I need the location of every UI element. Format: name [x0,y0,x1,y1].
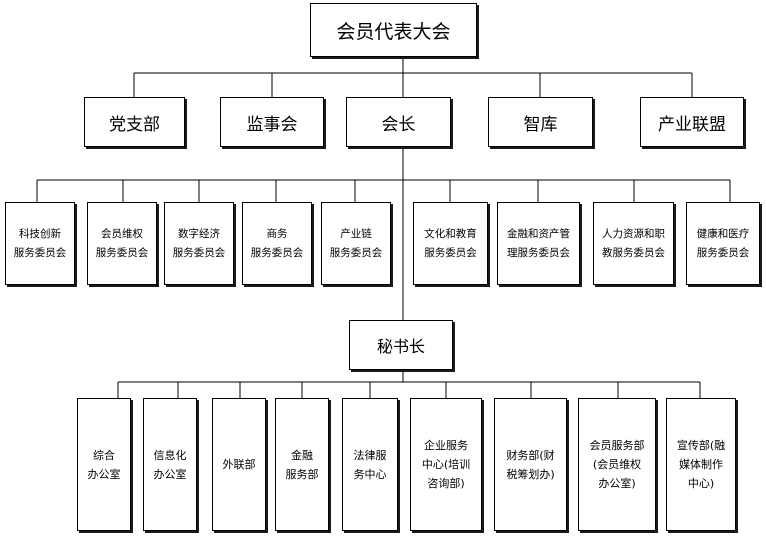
committee-label: 商务 服务委员会 [250,227,304,259]
committee-tech-innovation: 科技创新 服务委员会 [5,202,75,285]
dept-label: 信息化 办公室 [153,448,187,481]
committee-label: 健康和医疗 服务委员会 [696,227,750,259]
committee-label: 数字经济 服务委员会 [172,227,226,259]
dept-label: 综合 办公室 [87,448,121,481]
committee-member-rights: 会员维权 服务委员会 [87,202,157,285]
node-label: 秘书长 [376,337,425,356]
committee-label: 金融和资产管 理服务委员会 [507,227,570,259]
dept-label: 外联部 [222,458,256,471]
dept-label: 宣传部(融 媒体制作 中心) [676,439,726,490]
dept-member-services: 会员服务部 (会员维权 办公室) [578,398,656,531]
node-label: 党支部 [109,114,160,135]
committee-culture-education: 文化和教育 服务委员会 [413,202,488,285]
committee-business: 商务 服务委员会 [242,202,312,285]
dept-finance: 财务部(财 税筹划办) [494,398,567,531]
dept-label: 法律服 务中心 [353,448,387,481]
committee-digital-economy: 数字经济 服务委员会 [164,202,234,285]
node-think-tank: 智库 [488,97,593,147]
dept-external-relations: 外联部 [212,398,266,531]
dept-general-office: 综合 办公室 [77,398,131,531]
node-label: 智库 [523,114,558,135]
committee-finance-assets: 金融和资产管 理服务委员会 [497,202,580,285]
dept-label: 财务部(财 税筹划办) [506,448,555,481]
dept-publicity: 宣传部(融 媒体制作 中心) [666,398,736,531]
dept-label: 金融 服务部 [285,448,319,481]
node-supervisory-board: 监事会 [220,97,324,147]
node-label: 监事会 [246,114,298,135]
dept-legal-services: 法律服 务中心 [342,398,398,531]
dept-enterprise-services: 企业服务 中心(培训 咨询部) [410,398,482,531]
committee-industry-chain: 产业链 服务委员会 [321,202,391,285]
node-label: 产业联盟 [658,114,726,135]
node-industry-alliance: 产业联盟 [640,97,744,147]
node-president: 会长 [346,97,451,147]
committee-label: 会员维权 服务委员会 [95,227,149,259]
dept-label: 企业服务 中心(培训 咨询部) [421,439,471,490]
node-label: 会长 [381,114,416,135]
committee-health-medical: 健康和医疗 服务委员会 [686,202,760,285]
committee-label: 文化和教育 服务委员会 [424,227,477,259]
node-party-branch: 党支部 [84,97,185,147]
committee-human-resources: 人力资源和职 教服务委员会 [593,202,674,285]
node-members-congress: 会员代表大会 [310,3,477,57]
committee-label: 人力资源和职 教服务委员会 [602,227,665,259]
dept-label: 会员服务部 (会员维权 办公室) [589,439,645,490]
node-secretary-general: 秘书长 [349,320,453,370]
committee-label: 产业链 服务委员会 [329,227,383,259]
committee-label: 科技创新 服务委员会 [13,227,67,259]
dept-it-office: 信息化 办公室 [143,398,197,531]
dept-financial-services: 金融 服务部 [275,398,329,531]
node-label: 会员代表大会 [336,20,451,43]
